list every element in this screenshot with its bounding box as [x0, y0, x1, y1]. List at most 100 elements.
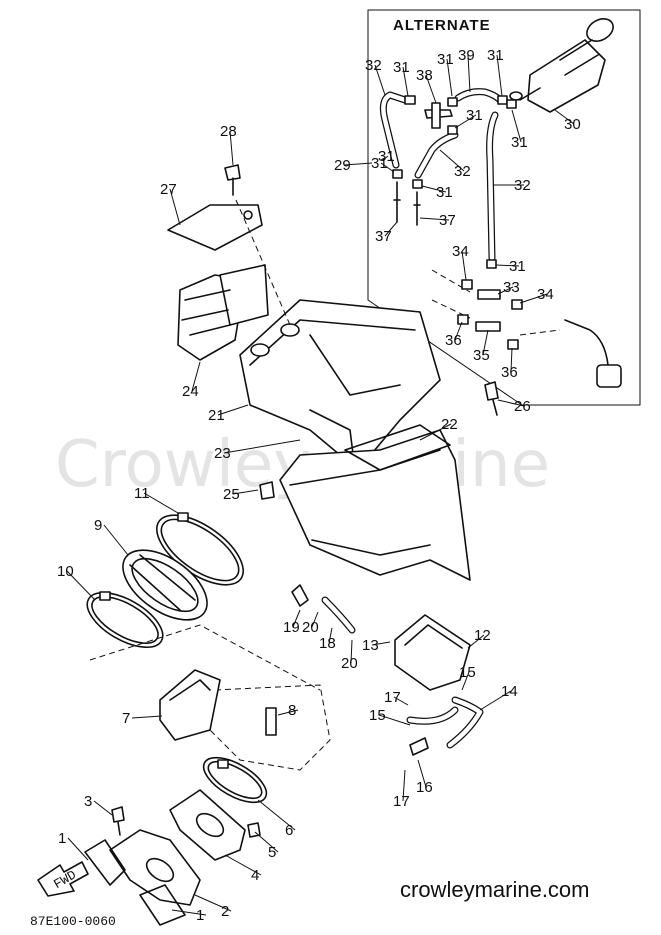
flange-4 [169, 789, 246, 861]
leader-line [417, 759, 427, 788]
leader-line [223, 439, 301, 454]
leader-line [454, 321, 463, 341]
carb-outline [209, 684, 331, 771]
clamp-6 [202, 756, 268, 804]
callout-label: 25 [223, 486, 240, 503]
leader-line [467, 634, 485, 649]
leader-line [419, 423, 452, 441]
bolt-25 [259, 481, 275, 500]
leader-line [419, 217, 450, 221]
callout-label: 31 [393, 59, 410, 76]
callout-label: 20 [302, 619, 319, 636]
alternate-inset-title: ALTERNATE [393, 17, 491, 34]
callout-label: 32 [365, 57, 382, 74]
leader-line [497, 286, 514, 295]
leader-lines [66, 54, 575, 916]
callout-label: 36 [501, 364, 518, 381]
leader-line [169, 188, 181, 226]
callout-label: 39 [458, 47, 475, 64]
leader-line [277, 709, 299, 716]
leader-line [350, 639, 353, 664]
callout-label: 5 [268, 844, 276, 861]
fuel-pump-alternate [509, 18, 614, 113]
callout-label: 27 [160, 181, 177, 198]
leader-line [446, 58, 453, 97]
callout-label: 36 [445, 332, 462, 349]
leader-line [421, 185, 447, 193]
leader-line [328, 627, 333, 644]
callout-label: 34 [452, 243, 469, 260]
leader-line [224, 854, 262, 876]
callout-label: 31 [466, 107, 483, 124]
leader-line [67, 837, 89, 861]
callout-label: 31 [511, 134, 528, 151]
leader-line [371, 641, 391, 646]
leader-line [402, 66, 409, 97]
leader-line [143, 492, 179, 514]
gasket-1-a [84, 839, 126, 886]
callout-label: 21 [208, 407, 225, 424]
cover-7 [159, 669, 221, 741]
leader-line [482, 329, 489, 356]
drawing-code: 87E100-0060 [30, 914, 116, 929]
fwd-arrow: FWD [37, 861, 89, 897]
leader-line [454, 114, 477, 129]
leader-line [439, 149, 465, 172]
leader-line [402, 769, 406, 802]
clamp-11 [155, 512, 245, 586]
callout-label: 6 [285, 822, 293, 839]
fuel-line-14 [406, 696, 484, 756]
callout-label: 1 [196, 907, 204, 924]
leader-line [380, 162, 395, 173]
callout-label: 31 [436, 184, 453, 201]
callout-label: 35 [473, 347, 490, 364]
leader-line [194, 894, 232, 912]
leader-line [479, 690, 512, 711]
callout-label: 30 [564, 116, 581, 133]
leader-line [292, 609, 301, 628]
intake-hose-9 [122, 549, 208, 621]
leader-line [519, 293, 548, 304]
intake-silencer-upper-21 [239, 299, 441, 471]
leader-line [384, 221, 398, 237]
leader-line [103, 524, 129, 556]
bolt-3 [111, 806, 125, 836]
callout-label: 11 [134, 485, 150, 502]
callout-label: 31 [378, 148, 395, 165]
leader-line [393, 696, 409, 706]
callout-label: 28 [220, 123, 237, 140]
callout-label: 31 [371, 155, 388, 172]
leader-line [497, 399, 525, 407]
bolt-28 [224, 164, 241, 196]
leader-line [461, 671, 470, 691]
leader-line [374, 64, 386, 96]
leader-line [343, 162, 373, 166]
callout-label: 34 [537, 286, 554, 303]
callout-label: 26 [514, 398, 531, 415]
callout-label: 2 [221, 903, 229, 920]
leader-line [510, 347, 513, 373]
leader-line [229, 130, 234, 166]
callout-label: 15 [459, 664, 476, 681]
callout-label: 32 [514, 177, 531, 194]
leader-line [131, 715, 163, 719]
leader-line [217, 404, 249, 416]
callout-label: 12 [474, 627, 491, 644]
callout-label: 15 [369, 707, 386, 724]
callout-label: 9 [94, 517, 102, 534]
callout-label: 20 [341, 655, 358, 672]
leader-line [511, 109, 522, 143]
leader-line [496, 54, 503, 97]
callout-label: 31 [509, 258, 526, 275]
intake-elbow-2 [109, 829, 201, 906]
footer-site: crowleymarine.com [400, 877, 590, 902]
leader-line [554, 109, 575, 125]
pipe-8 [265, 707, 277, 736]
callout-label: 14 [501, 683, 518, 700]
callout-label: 22 [441, 416, 458, 433]
leader-line [461, 250, 467, 281]
callout-label: 10 [57, 563, 74, 580]
callout-label: 37 [375, 228, 392, 245]
callout-label: 18 [319, 635, 336, 652]
